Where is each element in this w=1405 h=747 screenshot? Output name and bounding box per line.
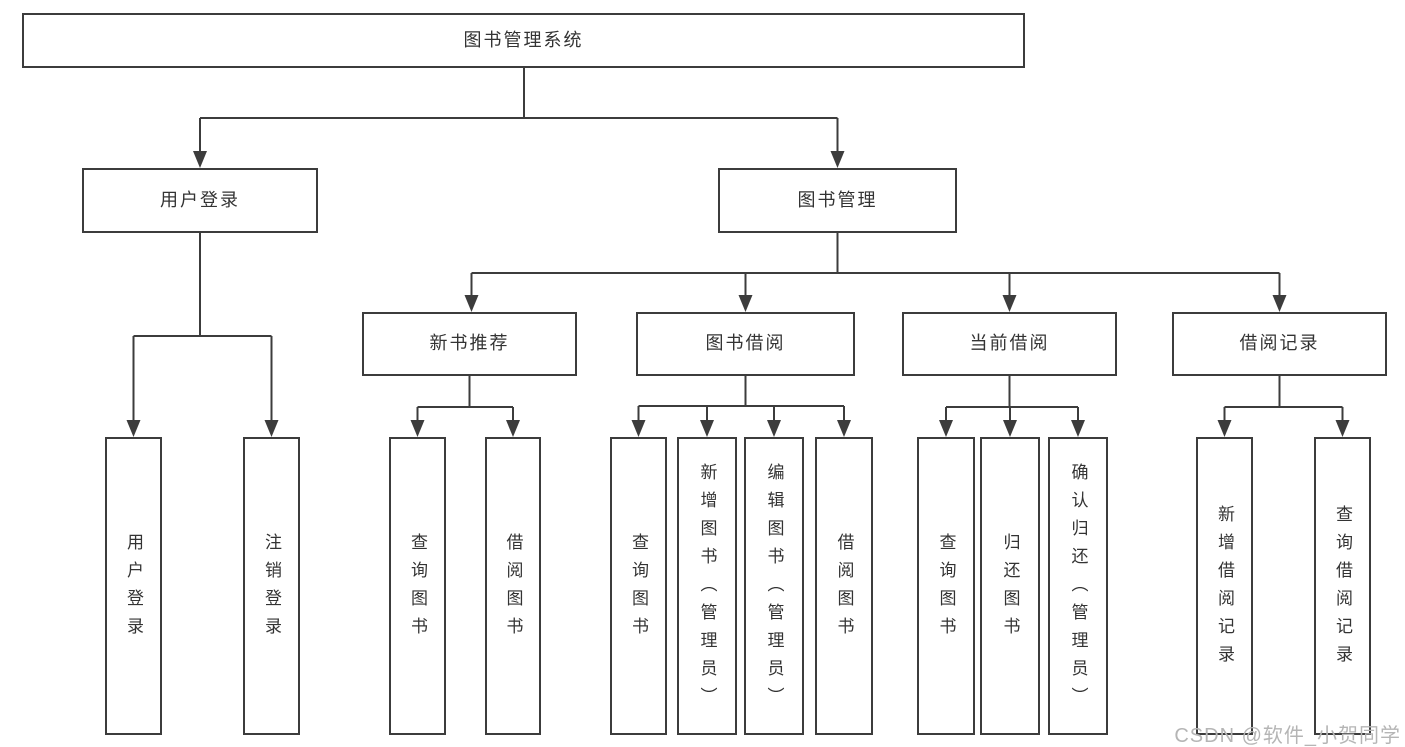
leaf-logout: 注销登录 (243, 437, 300, 735)
watermark-text: CSDN @软件_小贺同学 (1174, 725, 1401, 747)
leaf-edit-books-admin: 编辑图书（管理员） (744, 437, 804, 735)
leaf-user-login: 用户登录 (105, 437, 162, 735)
leaf-borrow-borrow-books: 借阅图书 (815, 437, 873, 735)
leaf-add-books-admin: 新增图书（管理员） (677, 437, 737, 735)
node-borrowing-records: 借阅记录 (1172, 312, 1387, 376)
node-new-book-recommendation: 新书推荐 (362, 312, 577, 376)
leaf-current-query-books: 查询图书 (917, 437, 975, 735)
leaf-borrow-query-books: 查询图书 (610, 437, 667, 735)
arrowheads (126, 151, 1350, 437)
node-current-borrowing: 当前借阅 (902, 312, 1117, 376)
leaf-query-borrow-record: 查询借阅记录 (1314, 437, 1371, 735)
node-root: 图书管理系统 (22, 13, 1025, 68)
leaf-add-borrow-record: 新增借阅记录 (1196, 437, 1253, 735)
leaf-confirm-return-admin: 确认归还（管理员） (1048, 437, 1108, 735)
node-user-login: 用户登录 (82, 168, 318, 233)
node-book-borrowing: 图书借阅 (636, 312, 855, 376)
node-book-management: 图书管理 (718, 168, 957, 233)
leaf-recommend-query-books: 查询图书 (389, 437, 446, 735)
leaf-recommend-borrow-books: 借阅图书 (485, 437, 541, 735)
leaf-return-books: 归还图书 (980, 437, 1040, 735)
